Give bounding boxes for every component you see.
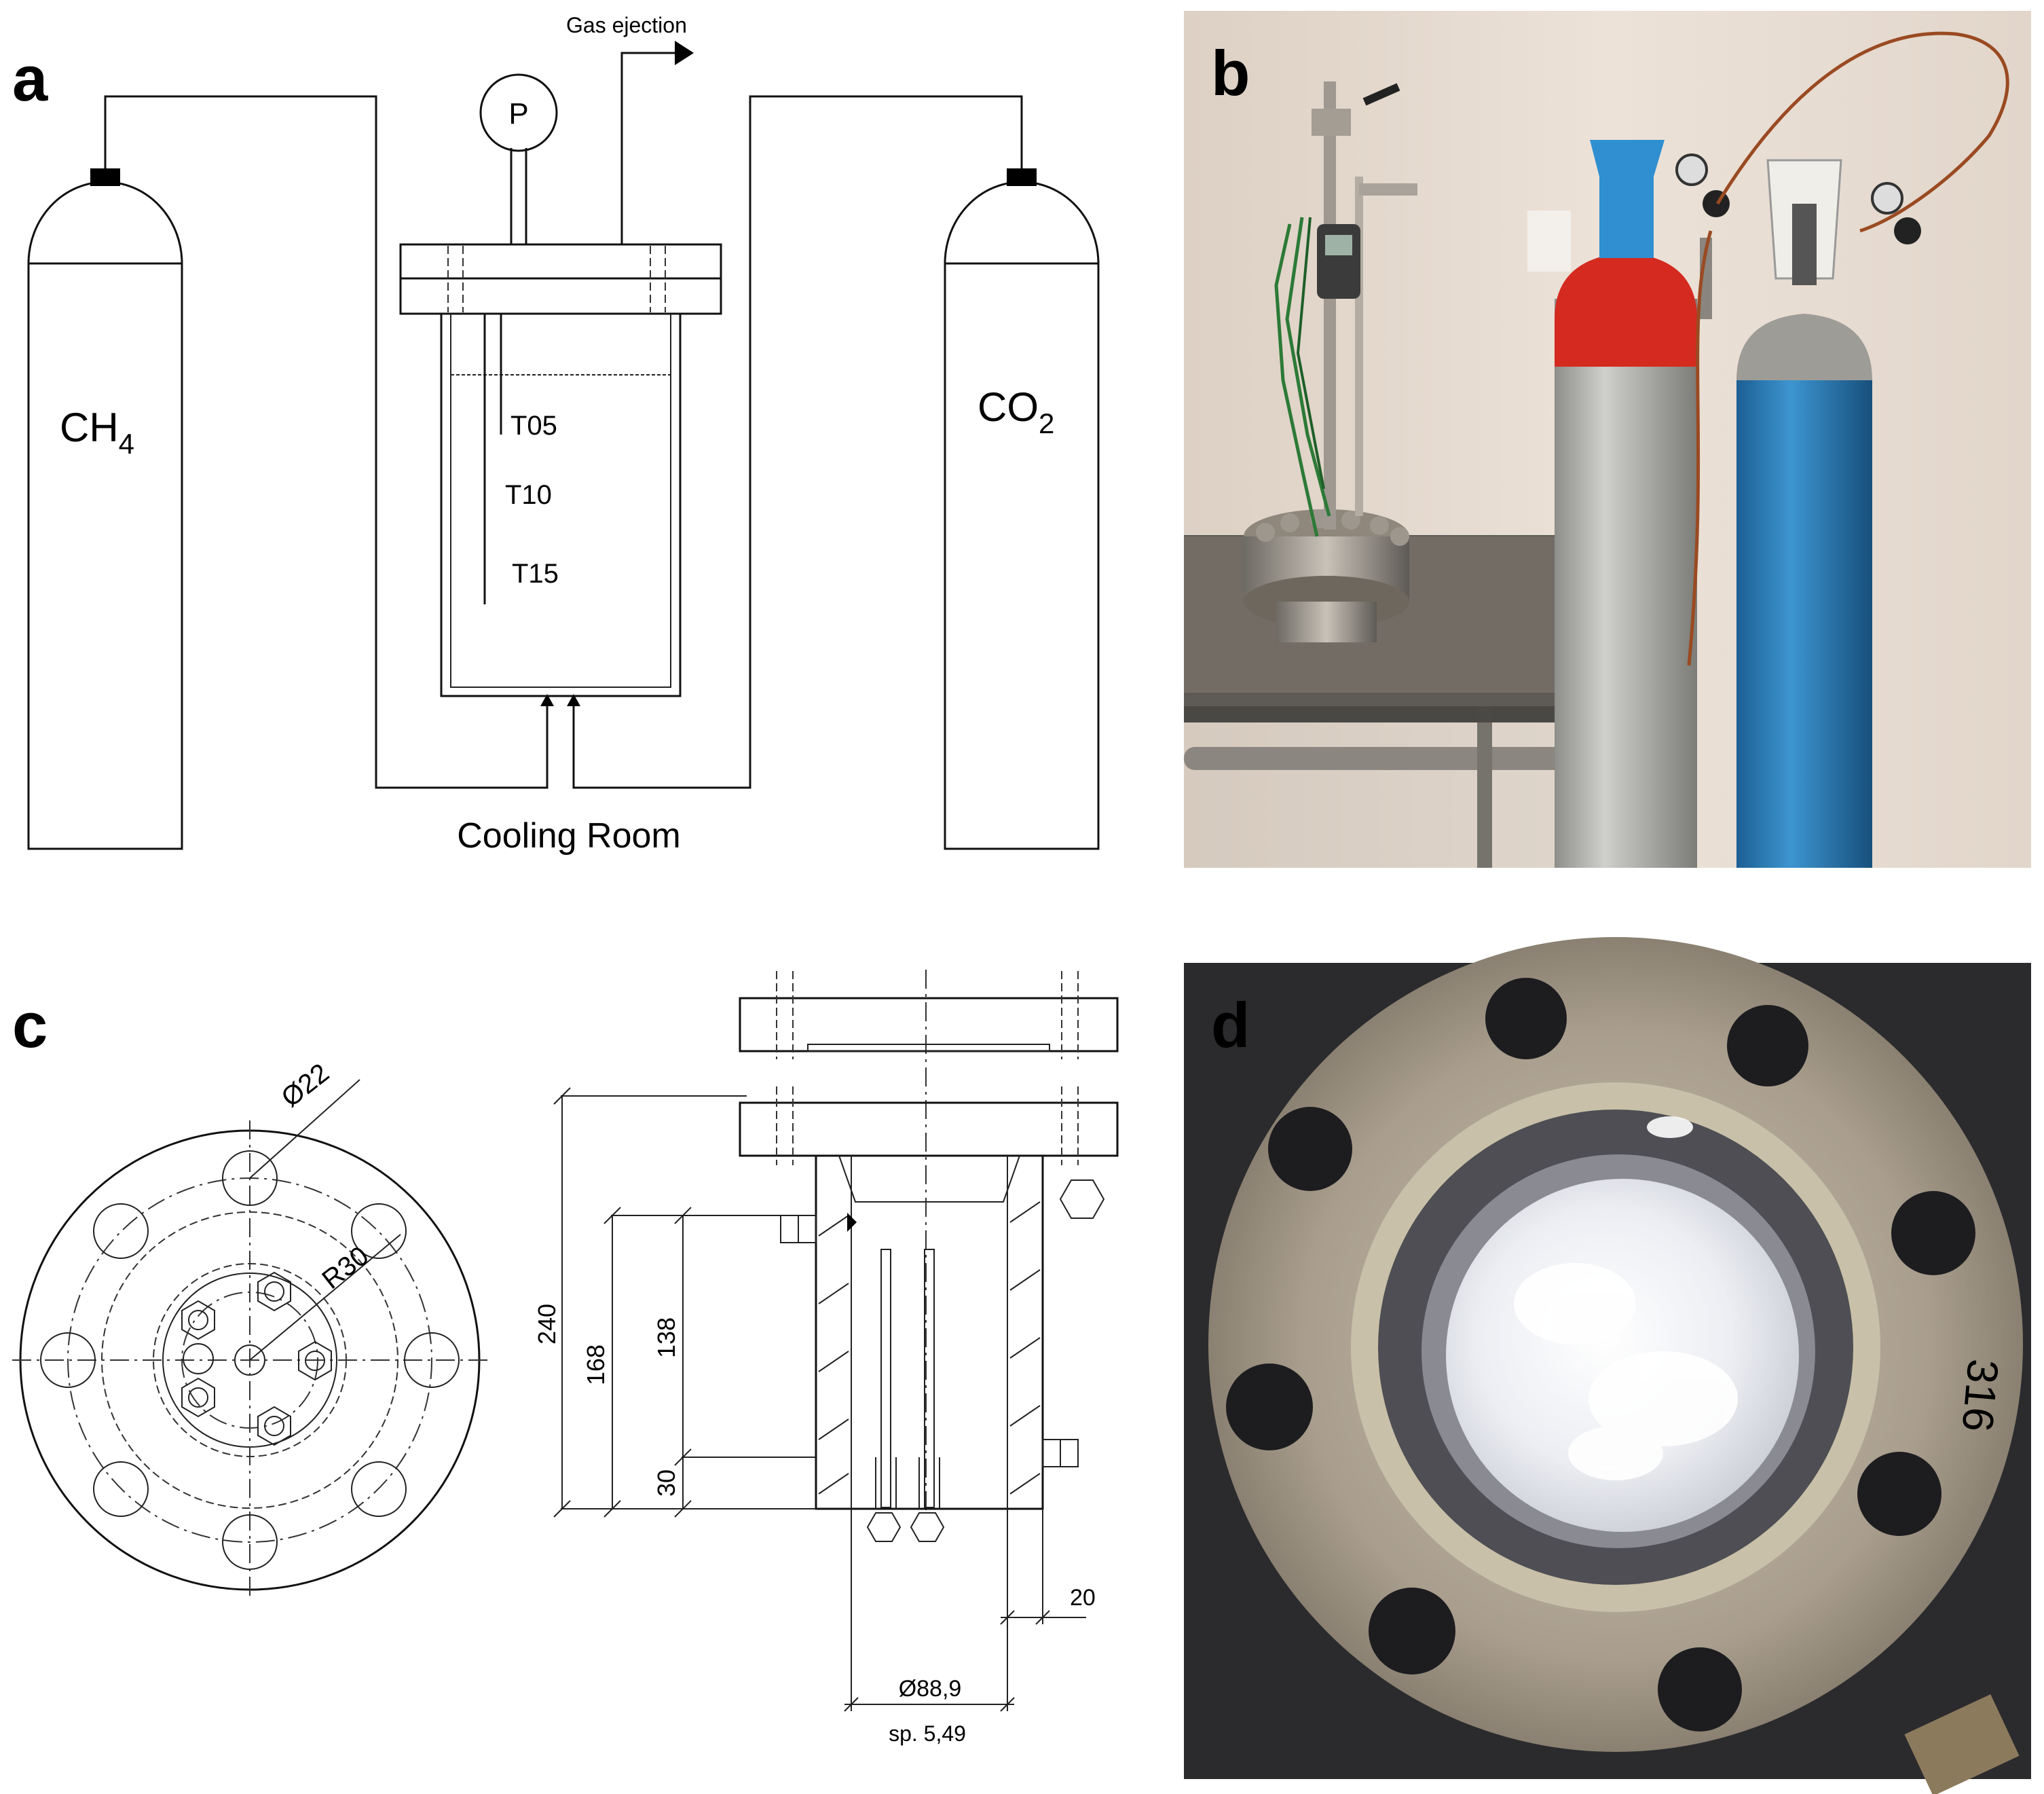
reactor-vessel: T05 T10 T15 <box>399 243 722 697</box>
ch4-cylinder: CH4 <box>27 168 183 850</box>
wall-hatching <box>818 1201 1041 1495</box>
reactor-section-view: 240 168 138 30 20 Ø88,9 sp. 5,49 <box>533 970 1119 1746</box>
dim-total-height: 240 <box>533 1304 561 1344</box>
dim-bolt-hole: Ø22 <box>276 1058 335 1113</box>
flange-top-view: Ø22 R30 <box>12 1058 489 1600</box>
dim-diameter: Ø88,9 <box>899 1676 962 1702</box>
panel-d-letter: d <box>1211 989 1250 1061</box>
flange-bolt-holes <box>1226 978 1975 1732</box>
pressure-gauge: P <box>479 73 558 244</box>
co2-gas-bottle <box>1527 140 1730 868</box>
pressure-gauge-label: P <box>508 97 528 130</box>
panel-d-photo: 316 <box>1184 937 2031 1794</box>
panel-c-letter: c <box>12 989 48 1061</box>
inlet-arrow-left <box>540 694 554 706</box>
reactor-photo <box>1244 81 1417 642</box>
ch4-gas-line <box>104 95 549 789</box>
dim-wall: 20 <box>1070 1585 1096 1611</box>
thermocouple-t05: T05 <box>510 411 557 441</box>
panel-b-letter: b <box>1211 37 1250 109</box>
panel-a: a CH4 CO2 <box>12 13 1100 856</box>
dim-inner-height: 138 <box>652 1317 680 1358</box>
co2-gas-line <box>572 95 1023 789</box>
gas-ejection-outlet: Gas ejection <box>566 13 694 244</box>
inlet-arrow-right <box>567 694 580 706</box>
ch4-label: CH4 <box>60 405 134 460</box>
thermocouple-t15: T15 <box>512 559 559 589</box>
panel-b-photo <box>1184 11 2031 868</box>
bolt-holes <box>40 1150 460 1570</box>
dim-radius: R30 <box>316 1241 374 1295</box>
panel-a-letter: a <box>12 43 48 114</box>
panel-c: c <box>12 970 1119 1746</box>
gas-ejection-label: Gas ejection <box>566 13 687 37</box>
dim-thickness: sp. 5,49 <box>889 1721 966 1746</box>
dim-base-height: 30 <box>652 1469 680 1497</box>
handwritten-mark: 316 <box>1953 1357 2008 1434</box>
inner-fittings <box>181 1271 332 1446</box>
cooling-room-label: Cooling Room <box>457 816 681 856</box>
copper-tubing <box>1687 31 2009 666</box>
co2-label: CO2 <box>978 384 1054 439</box>
threaded-fitting <box>1904 1694 2020 1794</box>
thermocouple-t10: T10 <box>505 480 552 510</box>
hydrate-sample <box>1446 1179 1799 1532</box>
dim-body-height: 168 <box>582 1344 610 1385</box>
co2-cylinder: CO2 <box>944 168 1100 850</box>
ch4-gas-bottle <box>1736 159 1921 868</box>
